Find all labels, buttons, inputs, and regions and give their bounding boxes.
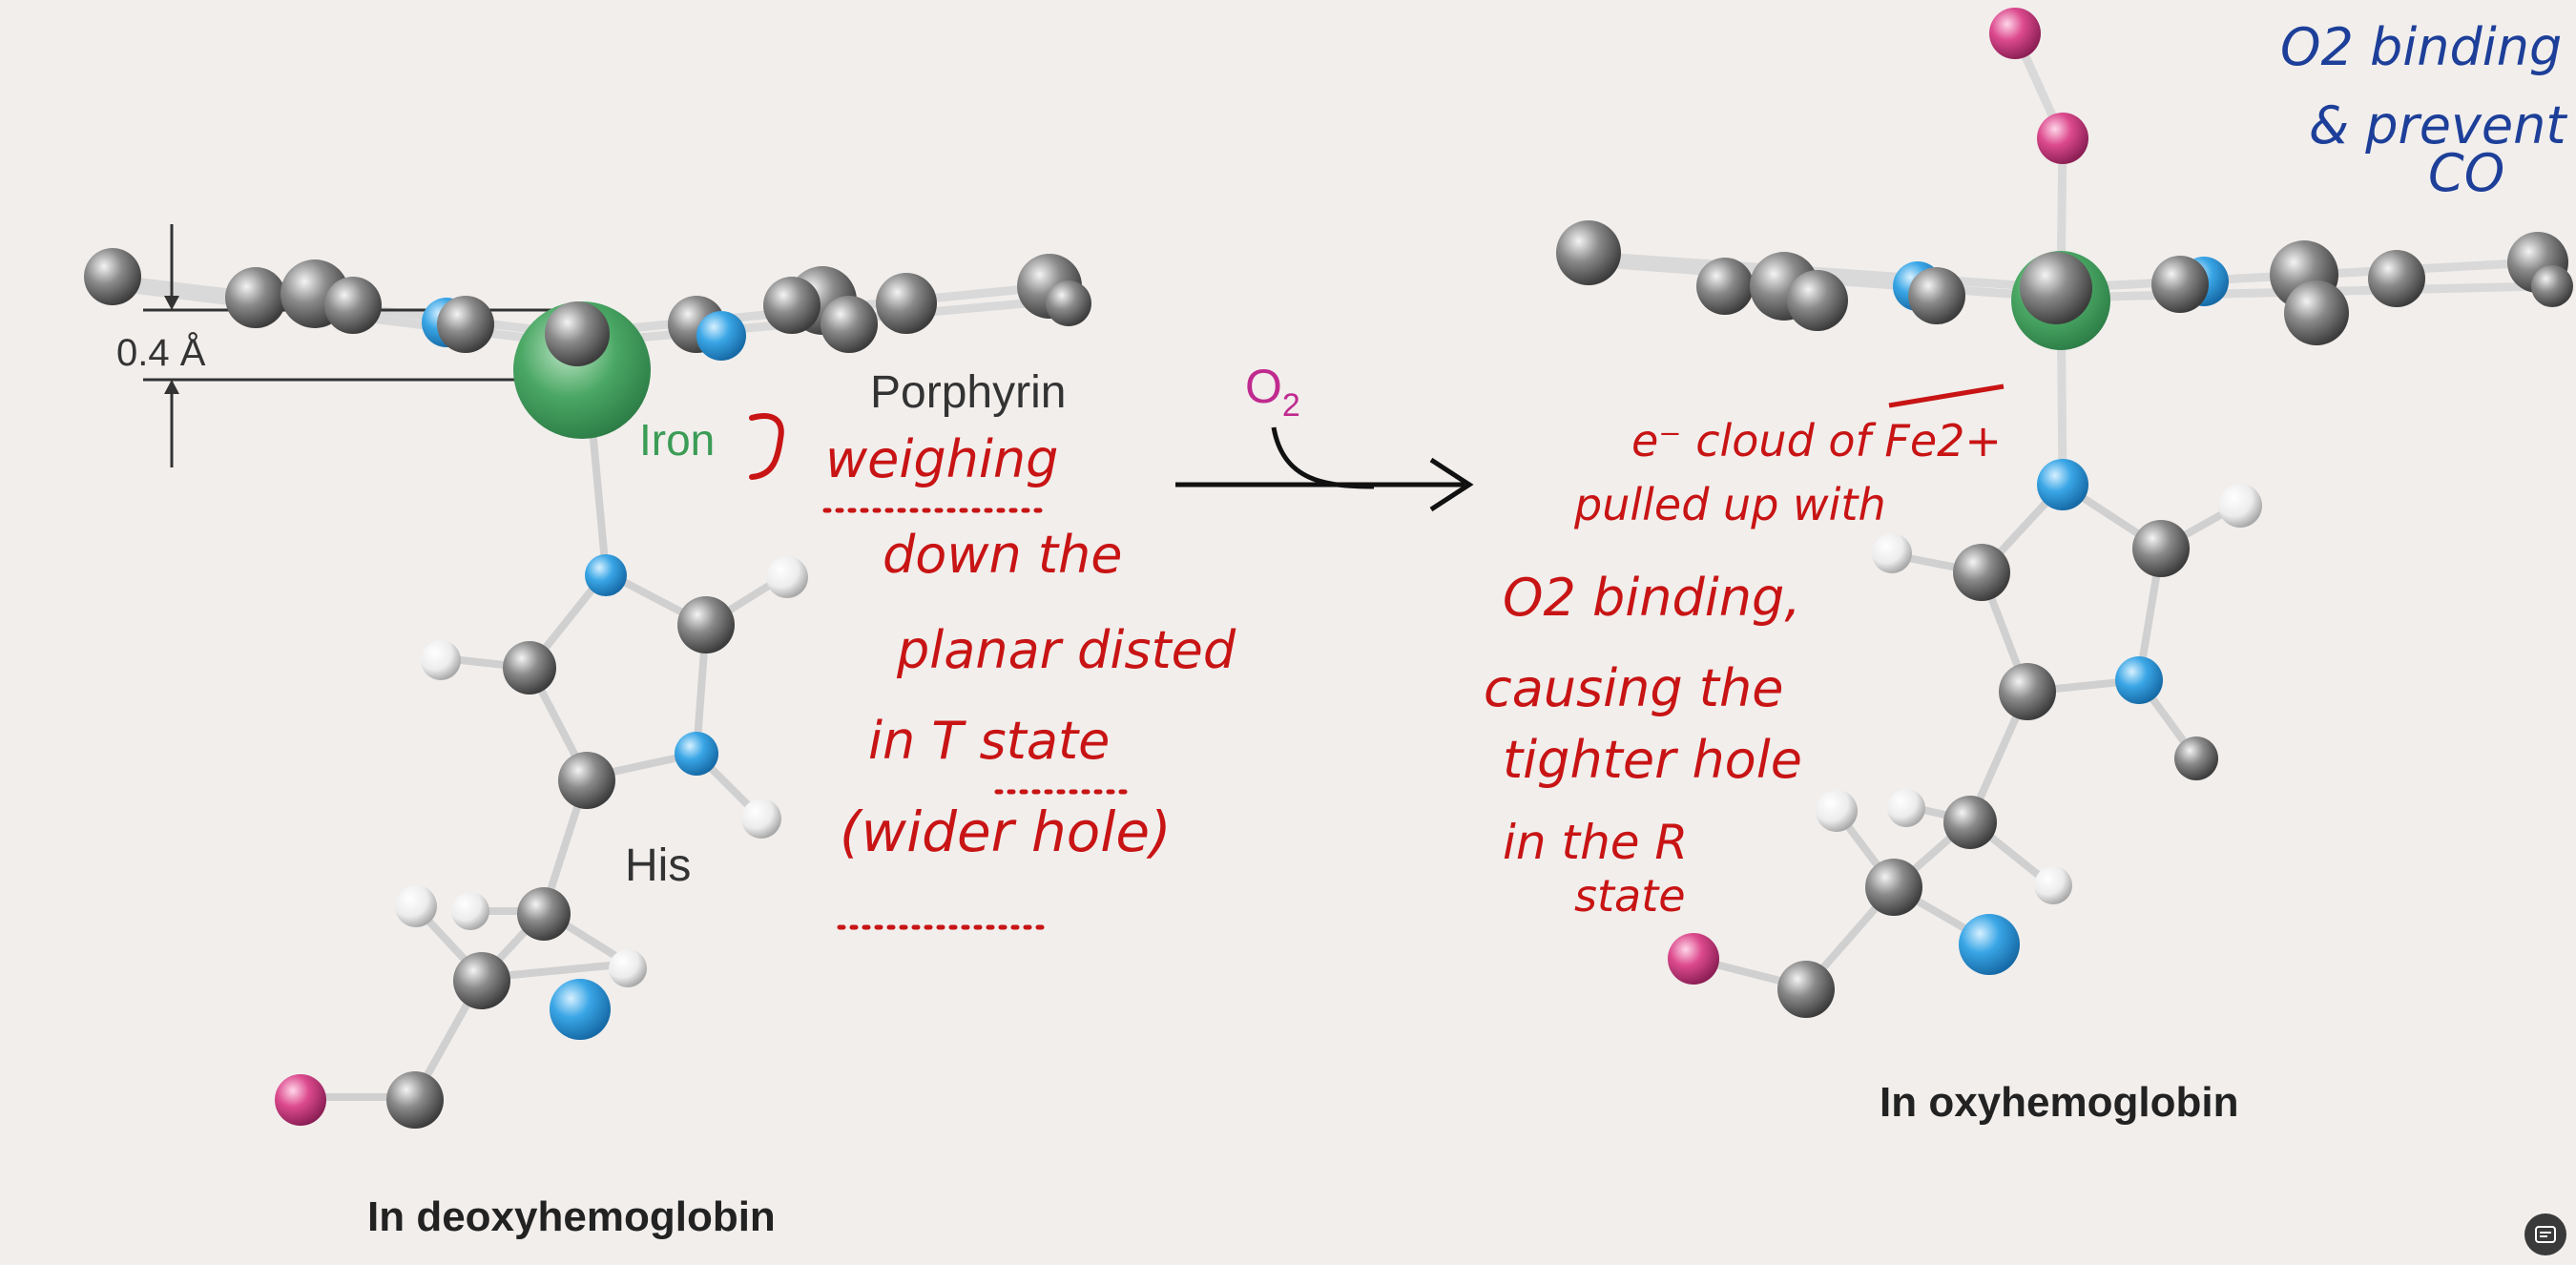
annotation-left: weighing down the planar disted in T sta… bbox=[749, 413, 1236, 930]
caption-glyph bbox=[2535, 1226, 2556, 1243]
handwriting-line: tighter hole bbox=[1503, 730, 1802, 790]
annotation-blue: O2 binding & prevent CO bbox=[2280, 17, 2567, 203]
distance-label: 0.4 Å bbox=[116, 331, 206, 374]
bracket-mark bbox=[749, 413, 784, 480]
slash-mark bbox=[1888, 384, 2005, 408]
distance-marker bbox=[143, 224, 563, 467]
handwriting-line: weighing bbox=[825, 429, 1058, 489]
dotted-underlines bbox=[822, 508, 1129, 930]
reaction-arrow: O2 bbox=[1175, 360, 1474, 512]
deoxy-structure: 0.4 Å Porphyrin Iron His In deoxyhemoglo… bbox=[84, 224, 1091, 1240]
deoxy-title: In deoxyhemoglobin bbox=[367, 1193, 776, 1240]
his-label: His bbox=[625, 840, 691, 891]
histidine-bonds-left bbox=[297, 363, 786, 1101]
handwriting-line: & prevent bbox=[2309, 95, 2567, 156]
histidine-atoms-left bbox=[275, 554, 808, 1129]
handwriting-line: CO bbox=[2428, 143, 2504, 203]
handwriting-line: O2 binding bbox=[2280, 17, 2562, 77]
handwriting-line: O2 binding, bbox=[1503, 568, 1800, 628]
histidine-atoms-right bbox=[1668, 459, 2262, 1018]
o2-label: O2 bbox=[1245, 360, 1300, 424]
handwriting-line: pulled up with bbox=[1573, 479, 1886, 530]
handwriting-line: causing the bbox=[1484, 658, 1783, 718]
handwriting-line: (wider hole) bbox=[840, 799, 1172, 864]
iron-label: Iron bbox=[639, 415, 715, 465]
porphyrin-atoms-left bbox=[84, 248, 1091, 439]
handwriting-line: e⁻ cloud of Fe2+ bbox=[1631, 415, 2002, 467]
oxy-title: In oxyhemoglobin bbox=[1880, 1079, 2238, 1126]
handwriting-line: in T state bbox=[868, 711, 1110, 771]
handwriting-line: down the bbox=[883, 525, 1123, 585]
handwriting-line: state bbox=[1574, 870, 1686, 922]
porphyrin-atoms-right bbox=[1556, 8, 2573, 350]
porphyrin-label: Porphyrin bbox=[870, 367, 1066, 418]
annotation-right: e⁻ cloud of Fe2+ pulled up with O2 bindi… bbox=[1484, 384, 2005, 922]
handwriting-line: in the R bbox=[1503, 815, 1688, 870]
handwriting-line: planar disted bbox=[896, 620, 1236, 680]
oxy-structure: In oxyhemoglobin bbox=[1556, 8, 2573, 1126]
caption-icon[interactable] bbox=[2524, 1213, 2566, 1255]
